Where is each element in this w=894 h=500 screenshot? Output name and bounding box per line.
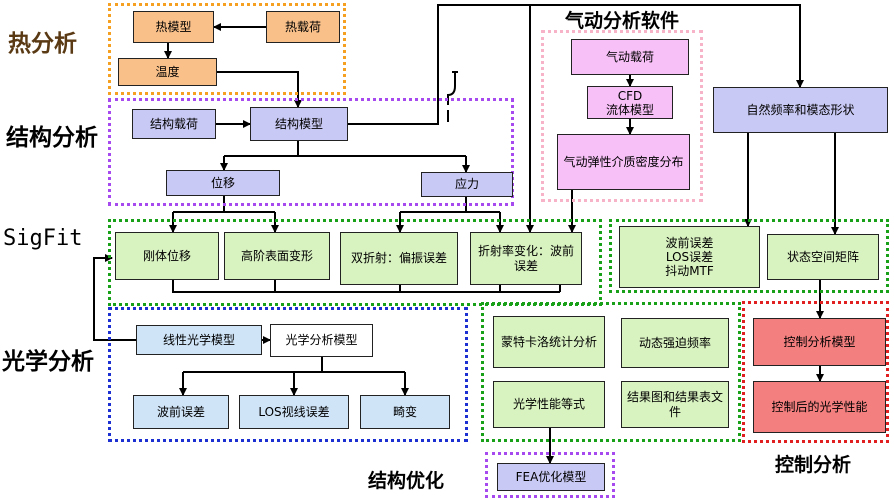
section-control: 控制分析 — [775, 454, 852, 476]
dynamics-frame — [609, 219, 889, 293]
node-state-space: 状态空间矩阵 — [767, 234, 879, 280]
node-displacement: 位移 — [166, 170, 280, 196]
node-rigid-displacement: 刚体位移 — [115, 232, 219, 280]
node-linear-optic: 线性光学模型 — [136, 325, 262, 355]
optical-frame — [108, 307, 468, 442]
aero-frame — [541, 30, 703, 202]
section-thermal: 热分析 — [8, 31, 77, 57]
node-wavefront-error: 波前误差 — [133, 395, 229, 429]
node-natural-frequency: 自然频率和模态形状 — [713, 87, 888, 133]
node-aero-load: 气动载荷 — [571, 39, 689, 75]
analysis-frame — [481, 302, 741, 442]
node-distortion: 畸变 — [360, 395, 450, 429]
node-cfd-model: CFD 流体模型 — [587, 86, 673, 119]
node-control-model: 控制分析模型 — [753, 318, 886, 366]
node-optic-equation: 光学性能等式 — [493, 381, 605, 428]
node-wave-los-mtf: 波前误差 LOS误差 抖动MTF — [619, 226, 760, 288]
node-dynamic-forcing: 动态强迫频率 — [621, 318, 729, 368]
thermal-frame — [108, 3, 346, 95]
node-optic-model: 光学分析模型 — [270, 324, 373, 357]
section-optical: 光学分析 — [2, 349, 94, 375]
node-control-performance: 控制后的光学性能 — [753, 381, 886, 433]
node-aero-density: 气动弹性介质密度分布 — [557, 134, 690, 190]
structural-frame — [108, 98, 514, 206]
section-sigfit: SigFit — [3, 226, 83, 251]
control-frame — [742, 301, 889, 443]
section-aero-software: 气动分析软件 — [565, 10, 680, 32]
section-struct-opt: 结构优化 — [368, 470, 445, 492]
struct-opt-frame — [485, 452, 615, 498]
node-temperature: 温度 — [118, 58, 217, 86]
node-thermal-load: 热载荷 — [266, 11, 340, 43]
node-high-order-deformation: 高阶表面变形 — [224, 232, 330, 280]
node-los-error: LOS视线误差 — [239, 395, 349, 429]
node-thermal-model: 热模型 — [133, 11, 214, 43]
sigfit-frame — [108, 219, 602, 306]
node-result-files: 结果图和结果表文件 — [621, 381, 729, 428]
node-monte-carlo: 蒙特卡洛统计分析 — [493, 316, 605, 368]
section-structural: 结构分析 — [6, 125, 98, 151]
node-birefringence: 双折射：偏振误差 — [340, 232, 458, 285]
node-struct-load: 结构载荷 — [132, 109, 216, 139]
node-refractive-change: 折射率变化：波前误差 — [470, 232, 582, 285]
node-stress: 应力 — [421, 172, 513, 197]
node-struct-model: 结构模型 — [250, 107, 348, 141]
node-fea-opt: FEA优化模型 — [497, 463, 605, 491]
